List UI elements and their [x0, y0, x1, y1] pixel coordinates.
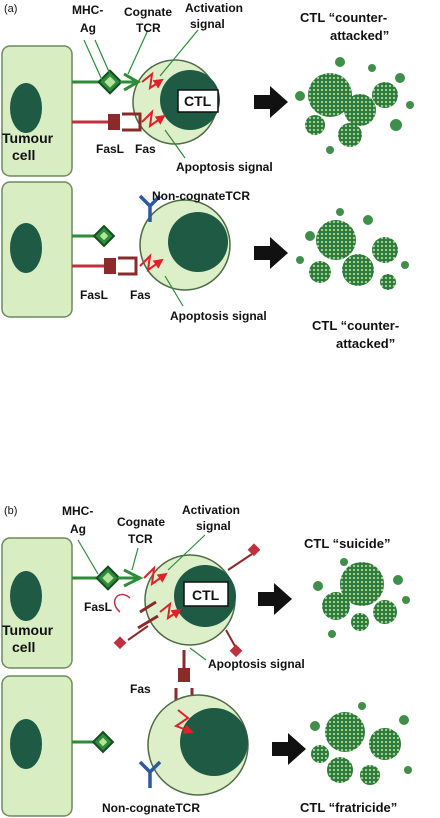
- fasl-tip-3: [113, 636, 127, 650]
- outcome-label-line2: attacked”: [330, 28, 389, 43]
- ctl-label-box-b: [183, 581, 229, 607]
- non-cognate-tcr-label-b: Non-cognateTCR: [102, 801, 200, 815]
- outcome-label-b-bottom: CTL “fratricide”: [300, 800, 397, 815]
- tumour-nucleus-b: [10, 571, 42, 621]
- panel-a-tag: (a): [4, 3, 17, 15]
- tumour-label-line1: Tumour: [2, 130, 54, 146]
- mhc-ag-label-line1: MHC-: [72, 3, 103, 17]
- fasl-projection-2: [225, 629, 237, 649]
- ctl-nucleus-b2: [180, 708, 248, 776]
- activation-signal-label-line1: Activation: [185, 1, 243, 15]
- ctl-label-b: CTL: [192, 587, 220, 603]
- activation-signal-label-b-line1: Activation: [182, 503, 240, 517]
- outcome-label-2-line2: attacked”: [336, 336, 395, 351]
- apoptotic-fragments-b2: [310, 702, 412, 785]
- outcome-arrow: [254, 86, 288, 118]
- fas-receptor: [122, 112, 142, 132]
- apoptosis-signal-label-2: Apoptosis signal: [170, 309, 267, 323]
- outcome-label-2-line1: CTL “counter-: [312, 318, 399, 333]
- cognate-tcr-b: [118, 568, 144, 588]
- fasl-tip-1: [247, 543, 261, 557]
- panel-a: (a) Tumour cell MHC- Ag CTL Cognate TCR …: [1, 1, 414, 351]
- fratricide-fasl-block: [178, 668, 190, 682]
- apoptosis-signal-bolt-b: [159, 601, 182, 621]
- fasl-tip-2: [229, 644, 243, 658]
- fas-label: Fas: [135, 142, 156, 156]
- tumour-label-line2: cell: [12, 147, 35, 163]
- cognate-tcr-label-b-line2: TCR: [128, 532, 153, 546]
- apoptotic-fragments: [295, 57, 414, 154]
- activation-signal-bolt-b: [143, 565, 168, 587]
- cognate-tcr-label-b-line1: Cognate: [117, 515, 165, 529]
- fasl-projection-3: [127, 625, 149, 641]
- apoptosis-signal-label-b: Apoptosis signal: [208, 657, 305, 671]
- panel-b: (b) Tumour cell MHC- Ag CTL Cognate TCR …: [1, 503, 412, 817]
- apoptosis-signal-bolt-2: [139, 253, 164, 273]
- panel-b-tag: (b): [4, 505, 17, 517]
- outcome-arrow-b2: [272, 733, 306, 765]
- cognate-tcr-label-line2: TCR: [136, 21, 161, 35]
- apoptosis-signal-bolt-b2: [173, 709, 194, 734]
- fasl-curl: [113, 593, 131, 613]
- tumour-label-b-line1: Tumour: [2, 622, 54, 638]
- non-cognate-tcr-b: [138, 760, 162, 788]
- fasl-label-2: FasL: [80, 288, 108, 302]
- fasl-projection-1: [227, 553, 253, 571]
- fas-receptor-2: [118, 256, 138, 276]
- fas-receptor-b: [137, 600, 159, 630]
- tumour-nucleus: [10, 83, 42, 133]
- mhc-ag-label-b-line1: MHC-: [62, 504, 93, 518]
- non-cognate-tcr: [138, 194, 162, 222]
- fasl-block: [108, 114, 120, 130]
- tumour-nucleus-b2: [10, 719, 42, 769]
- cognate-tcr: [120, 72, 142, 92]
- outcome-arrow-b: [258, 583, 292, 615]
- fasl-label-b: FasL: [84, 600, 112, 614]
- fasl-label: FasL: [96, 142, 124, 156]
- tumour-label-b-line2: cell: [12, 639, 35, 655]
- ctl-label-box: [177, 89, 219, 113]
- activation-signal-label-b-line2: signal: [196, 519, 231, 533]
- mhc-ag-label-line2: Ag: [80, 21, 96, 35]
- ctl-label: CTL: [184, 93, 212, 109]
- apoptotic-fragments-b: [313, 558, 410, 638]
- ctl-nucleus-2: [168, 212, 228, 272]
- outcome-arrow-2: [254, 237, 288, 269]
- activation-signal-bolt: [141, 71, 164, 91]
- apoptosis-signal-bolt: [141, 109, 166, 129]
- fas-label-b: Fas: [130, 682, 151, 696]
- apoptotic-fragments-2: [296, 208, 409, 290]
- fas-label-2: Fas: [130, 288, 151, 302]
- outcome-label-b-top: CTL “suicide”: [304, 536, 390, 551]
- mhc-ag-label-b-line2: Ag: [70, 522, 86, 536]
- cognate-tcr-label-line1: Cognate: [124, 5, 172, 19]
- tumour-nucleus-2: [10, 223, 42, 273]
- non-cognate-tcr-label: Non-cognateTCR: [152, 189, 250, 203]
- apoptosis-signal-label: Apoptosis signal: [176, 160, 273, 174]
- outcome-label-line1: CTL “counter-: [300, 10, 387, 25]
- activation-signal-label-line2: signal: [190, 17, 225, 31]
- fasl-block-2: [104, 258, 116, 274]
